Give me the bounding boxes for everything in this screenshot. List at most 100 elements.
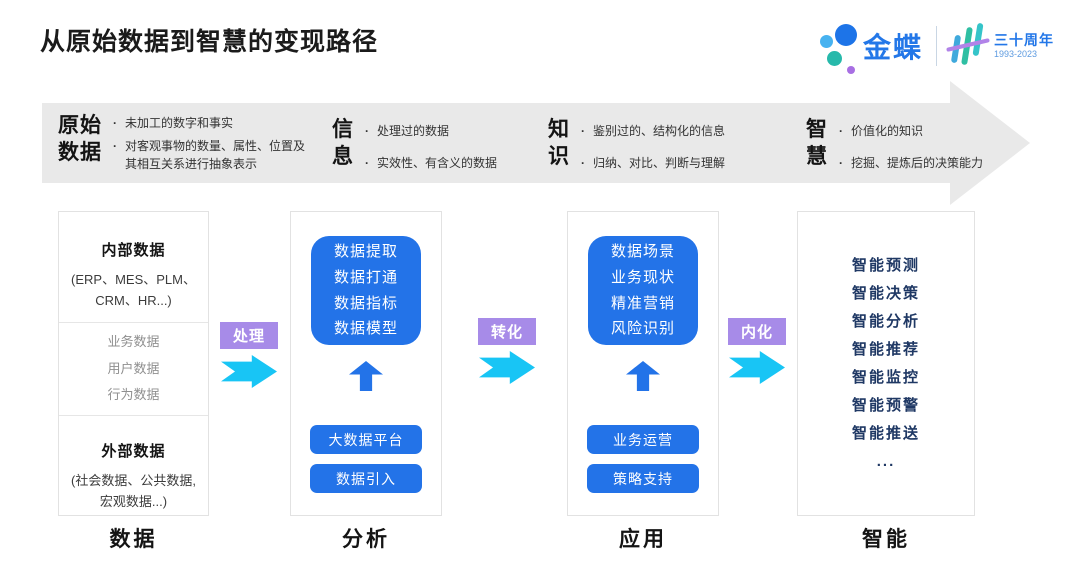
intelligence-column-box: 智能预测 智能决策 智能分析 智能推荐 智能监控 智能预警 智能推送 ... xyxy=(797,211,975,516)
application-box-line: 风险识别 xyxy=(610,320,675,338)
data-column-box: 内部数据 (ERP、MES、PLM、CRM、HR...) 业务数据 用户数据 行… xyxy=(58,211,209,516)
connector-process: 处理 xyxy=(218,322,280,388)
bullet-text: 归纳、对比、判断与理解 xyxy=(593,155,726,170)
anniversary-mark: 三十周年 1993-2023 xyxy=(946,22,1054,70)
connector-internalize: 内化 xyxy=(726,318,788,384)
right-arrow-icon xyxy=(729,351,785,384)
application-box-line: 精准营销 xyxy=(610,294,675,312)
bullet-item: 未加工的数字和事实 xyxy=(113,114,309,133)
stage-information-heading: 信 息 xyxy=(332,116,354,171)
analysis-box-line: 数据指标 xyxy=(333,294,398,312)
right-arrow-icon xyxy=(221,355,277,388)
stage-wisdom-bullets: 价值化的知识 挖掘、提炼后的决策能力 xyxy=(839,116,1015,172)
middle-data-item: 用户数据 xyxy=(107,360,160,376)
brand-name: 金蝶 xyxy=(862,32,923,63)
intelligence-item-ellipsis: ... xyxy=(876,452,896,470)
stage-information-bullets: 处理过的数据 实效性、有含义的数据 xyxy=(365,116,535,172)
stage-heading-line: 知 xyxy=(548,118,570,141)
column-label-data: 数据 xyxy=(109,528,158,551)
column-label-analysis: 分析 xyxy=(342,528,390,551)
stage-heading-line: 数据 xyxy=(58,141,102,165)
bullet-text: 挖掘、提炼后的决策能力 xyxy=(851,155,984,170)
thirty-years-icon xyxy=(946,22,990,70)
bullet-text: 对客观事物的数量、属性、位置及其相互关系进行抽象表示 xyxy=(125,138,306,172)
application-column-box: 数据场景 业务现状 精准营销 风险识别 业务运营 策略支持 xyxy=(567,211,719,516)
bullet-text: 价值化的知识 xyxy=(851,124,924,138)
anniversary-label: 三十周年 xyxy=(994,31,1054,48)
intelligence-item: 智能推送 xyxy=(851,424,920,442)
business-operation-button: 业务运营 xyxy=(587,425,699,454)
middle-data-item: 业务数据 xyxy=(107,334,160,349)
intelligence-item: 智能分析 xyxy=(851,312,920,330)
kingdee-logo: 金蝶 三十周年 1993-2023 xyxy=(814,16,1054,76)
up-arrow-icon xyxy=(626,361,660,391)
application-scenario-box: 数据场景 业务现状 精准营销 风险识别 xyxy=(588,236,698,345)
logo-dot-purple xyxy=(846,66,855,74)
stage-raw-data-bullets: 未加工的数字和事实 对客观事物的数量、属性、位置及其相互关系进行抽象表示 xyxy=(113,112,309,174)
logo-dot-blue xyxy=(834,24,857,46)
dikw-band-arrowhead-icon xyxy=(950,81,1030,205)
application-box-line: 业务现状 xyxy=(610,268,675,286)
stage-knowledge-bullets: 鉴别过的、结构化的信息 归纳、对比、判断与理解 xyxy=(581,116,761,172)
intelligence-item: 智能推荐 xyxy=(851,340,920,358)
bullet-text: 处理过的数据 xyxy=(377,124,450,138)
connector-transform-label: 转化 xyxy=(478,318,536,345)
intelligence-item: 智能预警 xyxy=(851,396,920,414)
external-data-title: 外部数据 xyxy=(101,442,166,460)
stage-raw-data-heading: 原始 数据 xyxy=(58,112,102,167)
anniversary-text: 三十周年 1993-2023 xyxy=(994,32,1054,61)
logo-dot-teal xyxy=(826,51,842,66)
middle-data-item: 行为数据 xyxy=(107,387,160,403)
intelligence-item: 智能监控 xyxy=(851,368,920,386)
stage-heading-line: 智 xyxy=(806,118,828,141)
intelligence-item: 智能预测 xyxy=(851,256,920,274)
connector-transform: 转化 xyxy=(476,318,538,384)
big-data-platform-button: 大数据平台 xyxy=(310,425,422,454)
stage-knowledge-heading: 知 识 xyxy=(548,116,570,171)
internal-data-section: 内部数据 (ERP、MES、PLM、CRM、HR...) xyxy=(59,212,208,322)
bullet-text: 未加工的数字和事实 xyxy=(125,116,234,130)
bullet-item: 对客观事物的数量、属性、位置及其相互关系进行抽象表示 xyxy=(113,137,309,174)
up-arrow-icon xyxy=(349,361,383,391)
stage-information: 信 息 处理过的数据 实效性、有含义的数据 xyxy=(332,116,535,172)
stage-raw-data: 原始 数据 未加工的数字和事实 对客观事物的数量、属性、位置及其相互关系进行抽象… xyxy=(58,112,309,174)
external-data-section: 外部数据 (社会数据、公共数据, 宏观数据...) xyxy=(59,416,208,515)
stage-wisdom: 智 慧 价值化的知识 挖掘、提炼后的决策能力 xyxy=(806,116,1015,172)
bullet-item: 价值化的知识 xyxy=(839,122,1015,141)
stage-heading-line: 识 xyxy=(548,145,570,169)
application-box-line: 数据场景 xyxy=(610,242,675,260)
connector-process-label: 处理 xyxy=(220,322,278,349)
internal-data-detail: (ERP、MES、PLM、CRM、HR...) xyxy=(71,272,196,309)
middle-data-section: 业务数据 用户数据 行为数据 xyxy=(59,322,208,416)
stage-heading-line: 息 xyxy=(332,145,354,169)
stage-heading-line: 原始 xyxy=(58,114,102,137)
logo-divider xyxy=(936,26,937,66)
internal-data-title: 内部数据 xyxy=(101,242,166,259)
bullet-text: 实效性、有含义的数据 xyxy=(377,155,498,170)
stage-wisdom-heading: 智 慧 xyxy=(806,116,828,171)
bullet-item: 处理过的数据 xyxy=(365,122,535,141)
analysis-box-line: 数据模型 xyxy=(333,320,398,338)
column-label-application: 应用 xyxy=(619,528,667,551)
analysis-box-line: 数据提取 xyxy=(333,242,398,260)
right-arrow-icon xyxy=(479,351,535,384)
analysis-capability-box: 数据提取 数据打通 数据指标 数据模型 xyxy=(311,236,421,345)
stage-knowledge: 知 识 鉴别过的、结构化的信息 归纳、对比、判断与理解 xyxy=(548,116,761,172)
bullet-item: 挖掘、提炼后的决策能力 xyxy=(839,154,1015,173)
bullet-item: 归纳、对比、判断与理解 xyxy=(581,154,761,173)
anniversary-years: 1993-2023 xyxy=(994,49,1038,60)
kingdee-dots-icon xyxy=(814,16,860,76)
bullet-text: 鉴别过的、结构化的信息 xyxy=(593,124,726,138)
external-data-detail: (社会数据、公共数据, 宏观数据...) xyxy=(71,472,196,510)
bullet-item: 鉴别过的、结构化的信息 xyxy=(581,122,761,141)
column-label-intelligence: 智能 xyxy=(862,528,910,551)
data-import-button: 数据引入 xyxy=(310,464,422,493)
page-title: 从原始数据到智慧的变现路径 xyxy=(40,28,379,56)
analysis-column-box: 数据提取 数据打通 数据指标 数据模型 大数据平台 数据引入 xyxy=(290,211,442,516)
strategy-support-button: 策略支持 xyxy=(587,464,699,493)
connector-internalize-label: 内化 xyxy=(728,318,786,345)
logo-dot-azure xyxy=(819,35,833,48)
intelligence-item: 智能决策 xyxy=(851,284,920,302)
analysis-box-line: 数据打通 xyxy=(333,268,398,286)
